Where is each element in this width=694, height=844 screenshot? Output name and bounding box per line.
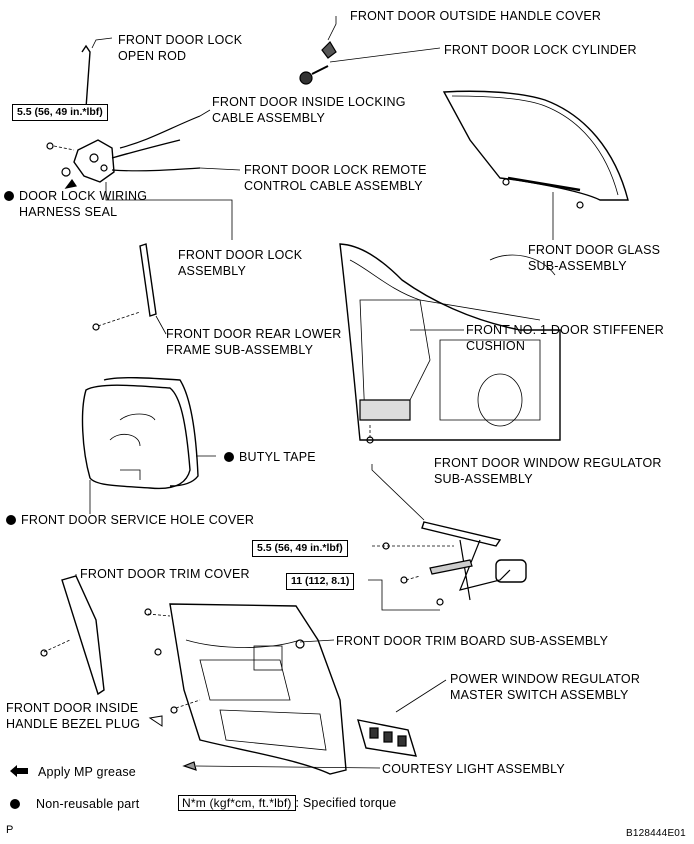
door-glass-drawing (442, 90, 629, 240)
label-bezel-plug-line1: FRONT DOOR INSIDE (6, 701, 139, 715)
label-stiffener-cushion-line2: CUSHION (466, 339, 526, 353)
label-courtesy-light: COURTESY LIGHT ASSEMBLY (382, 762, 565, 776)
label-service-hole-cover: FRONT DOOR SERVICE HOLE COVER (6, 512, 254, 528)
label-window-regulator-line2: SUB-ASSEMBLY (434, 472, 533, 486)
label-trim-board: FRONT DOOR TRIM BOARD SUB-ASSEMBLY (336, 634, 609, 648)
label-lock-open-rod-line2: OPEN ROD (118, 49, 187, 63)
label-lock-cylinder: FRONT DOOR LOCK CYLINDER (444, 43, 637, 57)
label-window-regulator-line1: FRONT DOOR WINDOW REGULATOR (434, 456, 662, 470)
label-master-switch-line1: POWER WINDOW REGULATOR (450, 672, 641, 686)
filled-circle-icon (10, 799, 20, 809)
service-hole-cover-text: FRONT DOOR SERVICE HOLE COVER (21, 513, 255, 527)
non-reusable-icon (224, 452, 234, 462)
window-regulator-drawing (368, 464, 527, 611)
trim-board-drawing (144, 603, 381, 775)
label-wiring-harness-seal-line2: HARNESS SEAL (19, 205, 118, 219)
label-outside-handle-cover: FRONT DOOR OUTSIDE HANDLE COVER (350, 9, 602, 23)
label-lock-open-rod-line1: FRONT DOOR LOCK (118, 33, 243, 47)
figure-code: B128444E01 (626, 828, 686, 839)
lock-cylinder-drawing (299, 16, 441, 85)
legend-grease: Apply MP grease (10, 764, 136, 780)
label-lock-assembly-line1: FRONT DOOR LOCK (178, 248, 303, 262)
legend-non-reusable-text: Non-reusable part (36, 797, 140, 811)
label-inside-locking-cable-line1: FRONT DOOR INSIDE LOCKING (212, 95, 406, 109)
label-wiring-harness-seal-line1: DOOR LOCK WIRING (4, 188, 147, 204)
label-butyl-tape: BUTYL TAPE (224, 449, 316, 465)
label-door-glass-line1: FRONT DOOR GLASS (528, 243, 661, 257)
footer-left-mark: P (6, 824, 14, 836)
legend-grease-text: Apply MP grease (38, 765, 136, 779)
label-bezel-plug-line2: HANDLE BEZEL PLUG (6, 717, 141, 731)
label-remote-control-cable-line1: FRONT DOOR LOCK REMOTE (244, 163, 427, 177)
door-frame-drawing (339, 243, 561, 444)
trim-cover-drawing (40, 574, 105, 696)
label-door-glass-line2: SUB-ASSEMBLY (528, 259, 627, 273)
label-stiffener-cushion-line1: FRONT NO. 1 DOOR STIFFENER (466, 323, 665, 337)
label-rear-lower-frame-line1: FRONT DOOR REAR LOWER (166, 327, 342, 341)
label-inside-locking-cable-line2: CABLE ASSEMBLY (212, 111, 326, 125)
service-hole-cover-drawing (81, 376, 216, 514)
wiring-harness-seal-text: DOOR LOCK WIRING (19, 189, 148, 203)
label-remote-control-cable-line2: CONTROL CABLE ASSEMBLY (244, 179, 423, 193)
lock-assembly-drawing (46, 109, 241, 240)
non-reusable-icon (6, 515, 16, 525)
label-master-switch-line2: MASTER SWITCH ASSEMBLY (450, 688, 629, 702)
arrow-left-icon (10, 765, 28, 777)
non-reusable-icon (4, 191, 14, 201)
torque-spec-lock: 5.5 (56, 49 in.*lbf) (12, 104, 108, 121)
label-trim-cover: FRONT DOOR TRIM COVER (80, 567, 250, 581)
torque-spec-regulator-lower: 11 (112, 8.1) (286, 573, 355, 590)
label-lock-assembly-line2: ASSEMBLY (178, 264, 247, 278)
torque-spec-regulator-upper: 5.5 (56, 49 in.*lbf) (252, 540, 348, 557)
legend-torque-box: N*m (kgf*cm, ft.*lbf) (178, 795, 296, 811)
legend-torque: N*m (kgf*cm, ft.*lbf): Specified torque (178, 795, 396, 811)
rear-lower-frame-drawing (92, 243, 167, 335)
legend-torque-text: : Specified torque (295, 796, 397, 810)
legend-non-reusable: Non-reusable part (10, 796, 139, 812)
butyl-tape-text: BUTYL TAPE (239, 450, 316, 464)
label-rear-lower-frame-line2: FRAME SUB-ASSEMBLY (166, 343, 314, 357)
master-switch-drawing (357, 679, 447, 757)
